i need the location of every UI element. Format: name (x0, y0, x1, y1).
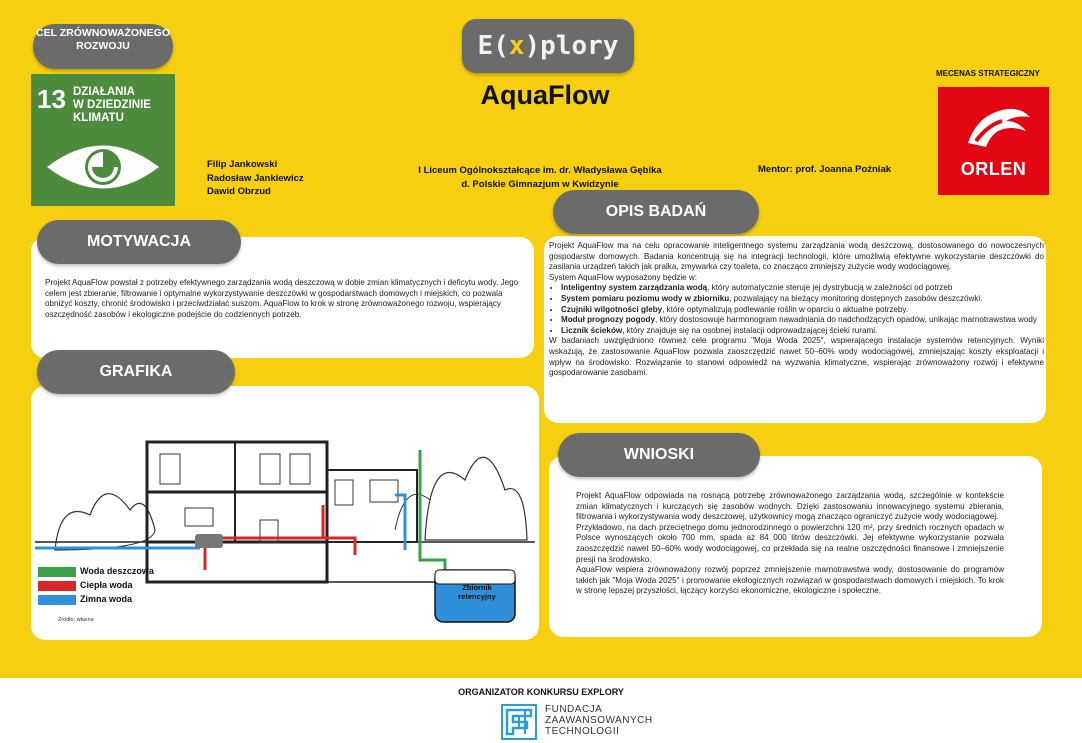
opis-outro: W badaniach uwzględniono również cele pr… (549, 336, 1044, 378)
wnioski-p1: Projekt AquaFlow odpowiada na rosnącą po… (576, 491, 1004, 522)
legend-swatch-rain (38, 567, 76, 577)
opis-card: Projekt AquaFlow ma na celu opracowanie … (544, 236, 1046, 423)
legend-label: Woda deszczowa (80, 566, 154, 576)
foundation-name: FUNDACJA ZAAWANSOWANYCH TECHNOLOGII (545, 704, 653, 737)
list-item-text: , który znajduje się na osobnej instalac… (622, 325, 878, 335)
author-name: Filip Jankowski (207, 159, 278, 170)
legend-swatch-cold (38, 595, 76, 605)
school-line: d. Polskie Gimnazjum w Kwidzynie (461, 178, 619, 190)
motywacja-heading: MOTYWACJA (37, 220, 241, 264)
list-item-text: , który automatycznie steruje jej dystry… (707, 283, 953, 293)
mentor: Mentor: prof. Joanna Poźniak (758, 164, 892, 175)
logo-suffix: )plory (524, 31, 619, 61)
sdg-number: 13 (37, 84, 66, 114)
list-item: Czujniki wilgotności gleby, które optyma… (561, 305, 1044, 316)
wnioski-p3: AquaFlow wspiera zrównoważony rozwój pop… (576, 565, 1004, 596)
list-item-text: , pozwalający na bieżący monitoring dost… (729, 293, 983, 303)
school-line: I Liceum Ogólnokształcące im. dr. Władys… (418, 165, 662, 176)
opis-intro: Projekt AquaFlow ma na celu opracowanie … (549, 241, 1044, 272)
school: I Liceum Ogólnokształcące im. dr. Władys… (380, 164, 700, 191)
wnioski-card: Projekt AquaFlow odpowiada na rosnącą po… (549, 456, 1042, 637)
list-item: Inteligentny system zarządzania wodą, kt… (561, 283, 1044, 294)
organizer-label: ORGANIZATOR KONKURSU EXPLORY (458, 687, 624, 697)
house-diagram (35, 440, 535, 623)
opis-heading: OPIS BADAŃ (553, 190, 759, 234)
legend-label: Zimna woda (80, 594, 133, 604)
project-title: AquaFlow (480, 80, 610, 110)
list-item-bold: Inteligentny system zarządzania wodą (561, 283, 708, 293)
wnioski-p2: Przykładowo, na dach przeciętnego domu j… (576, 522, 1004, 564)
eagle-icon (968, 108, 1030, 147)
orlen-text: ORLEN (960, 159, 1027, 179)
list-item-bold: System pomiaru poziomu wody w zbiorniku (561, 293, 730, 303)
logo-prefix: E( (477, 31, 509, 61)
logo-x: x (508, 31, 525, 61)
opis-list-intro: System AquaFlow wyposażony będzie w: (549, 272, 698, 282)
list-item-text: , który dostosowuje harmonogram nawadnia… (654, 315, 1037, 325)
explory-logo: E(x)plory (462, 19, 634, 73)
opis-list: Inteligentny system zarządzania wodą, kt… (549, 283, 1044, 336)
list-item-bold: Czujniki wilgotności gleby (561, 304, 663, 314)
tank-label: Zbiornik retencyjny (458, 583, 496, 601)
source-note: Źródło: własne (58, 617, 94, 623)
legend-swatch-hot (38, 581, 76, 591)
list-item-bold: Licznik ścieków (561, 325, 623, 335)
author-name: Radosław Jankiewicz (207, 172, 304, 184)
sponsor-label: MECENAS STRATEGICZNY (936, 69, 1040, 78)
grafika-heading: GRAFIKA (37, 350, 235, 394)
wnioski-text: Projekt AquaFlow odpowiada na rosnącą po… (576, 491, 1004, 597)
wnioski-heading: WNIOSKI (558, 433, 760, 477)
eye-icon (47, 145, 159, 189)
list-item: System pomiaru poziomu wody w zbiorniku,… (561, 294, 1044, 305)
sdg-13-badge: 13 DZIAŁANIA W DZIEDZINIE KLIMATU (31, 74, 175, 206)
list-item: Licznik ścieków, który znajduje się na o… (561, 326, 1044, 337)
fzt-logo-icon (501, 704, 537, 740)
list-item-bold: Moduł prognozy pogody (561, 315, 655, 325)
list-item-text: , które optymalizują podlewanie roślin w… (662, 304, 909, 314)
motywacja-text: Projekt AquaFlow powstał z potrzeby efek… (45, 278, 519, 319)
legend-label: Ciepła woda (80, 580, 133, 590)
opis-text: Projekt AquaFlow ma na celu opracowanie … (549, 241, 1044, 379)
list-item: Moduł prognozy pogody, który dostosowuje… (561, 315, 1044, 326)
sdg-text: DZIAŁANIA W DZIEDZINIE KLIMATU (73, 86, 151, 124)
authors: Filip Jankowski Radosław Jankiewicz Dawi… (207, 158, 304, 199)
author-name: Dawid Obrzud (207, 186, 271, 197)
sdg-goal-pill: CEL ZRÓWNOWAŻONEGO ROZWOJU (33, 24, 173, 69)
orlen-logo: ORLEN (938, 87, 1049, 195)
footer (0, 678, 1082, 743)
